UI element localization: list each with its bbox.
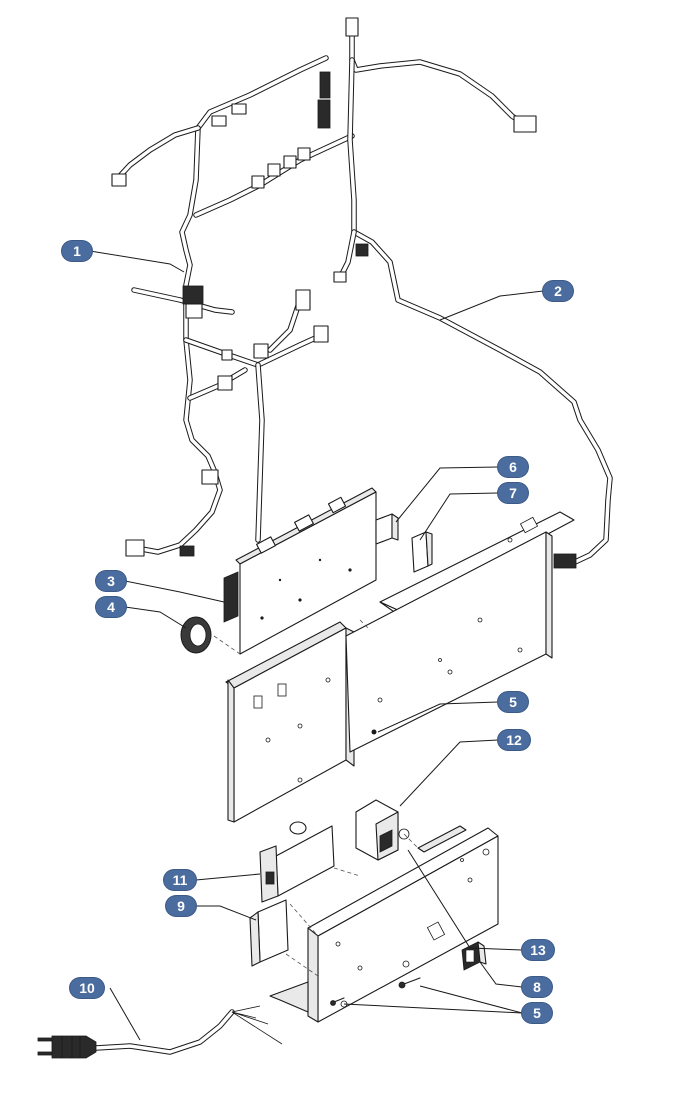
main-circuit-board	[223, 487, 377, 655]
control-board	[249, 899, 289, 967]
callout-11: 11	[164, 870, 196, 890]
bracket-parts	[375, 513, 433, 573]
callout-8: 8	[522, 977, 552, 997]
right-panel	[345, 531, 553, 753]
callout-3: 3	[96, 571, 126, 591]
power-supply-board	[259, 821, 335, 903]
callout-9: 9	[166, 896, 196, 916]
assembly-lines	[213, 619, 419, 977]
screws	[330, 977, 421, 1006]
callout-5-lower: 5	[522, 1003, 552, 1023]
callout-5-upper: 5	[498, 692, 528, 712]
power-cord	[37, 1005, 283, 1059]
power-switch	[461, 941, 487, 971]
wire-harness-left	[111, 55, 355, 557]
base-chassis	[269, 825, 499, 1023]
callout-13: 13	[522, 940, 554, 960]
callout-2: 2	[543, 281, 573, 301]
pump-motor	[355, 799, 410, 861]
callout-10: 10	[70, 978, 104, 998]
callout-4: 4	[96, 597, 126, 617]
grommet	[180, 616, 212, 654]
callout-1: 1	[62, 241, 92, 261]
callout-7: 7	[498, 483, 528, 503]
leader-lines	[89, 250, 544, 1041]
callout-12: 12	[498, 730, 530, 750]
left-panel	[225, 621, 355, 823]
callout-6: 6	[498, 457, 528, 477]
wire-harness-right	[333, 17, 613, 569]
